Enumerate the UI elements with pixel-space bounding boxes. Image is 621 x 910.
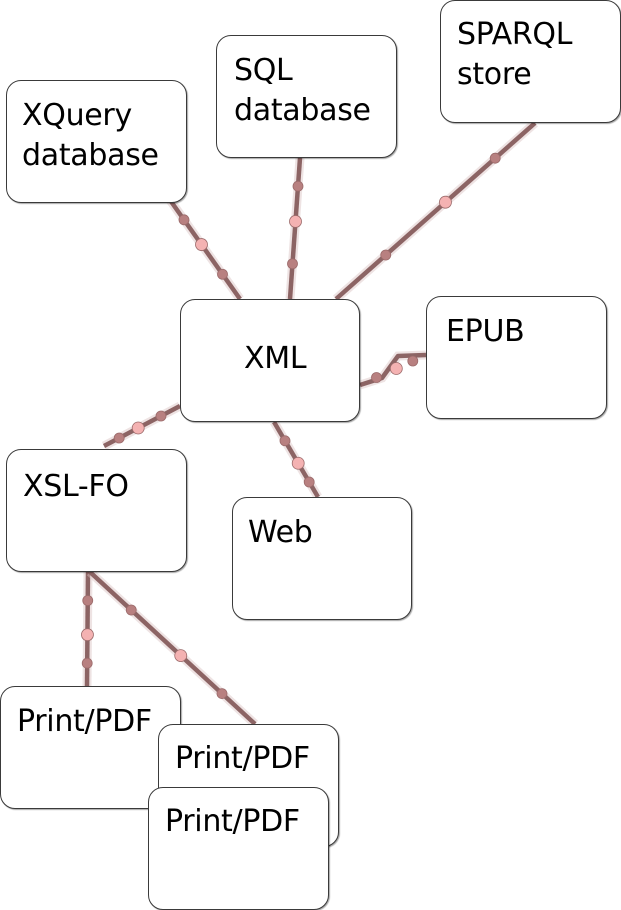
edge-blob: [407, 355, 419, 367]
node-xquery-database[interactable]: XQuery database: [6, 80, 187, 203]
node-label: XML: [244, 341, 307, 376]
edge-blob: [82, 595, 94, 606]
edge-blob: [279, 435, 291, 447]
node-label: SQL database: [234, 53, 371, 128]
node-label: EPUB: [446, 314, 525, 349]
node-xml[interactable]: XML: [180, 299, 360, 422]
edge-blob: [439, 195, 452, 209]
node-epub[interactable]: EPUB: [426, 296, 607, 419]
node-label: Print/PDF: [165, 804, 300, 839]
node-label: Print/PDF: [17, 704, 152, 739]
edge-blob: [389, 362, 403, 375]
edge-xml-sparql: [334, 121, 537, 301]
node-xsl-fo[interactable]: XSL-FO: [6, 449, 187, 572]
edge-blob: [291, 456, 305, 470]
node-sql-database[interactable]: SQL database: [216, 35, 397, 158]
node-print-pdf-3[interactable]: Print/PDF: [148, 787, 329, 910]
node-label: XSL-FO: [23, 469, 129, 504]
edge-blob: [81, 657, 93, 669]
edge-blob: [216, 688, 228, 699]
node-label: XQuery database: [22, 98, 159, 173]
edge-blob: [489, 152, 501, 164]
edge-blob: [217, 268, 228, 280]
edge-blob: [81, 628, 94, 642]
node-label: Web: [248, 515, 313, 550]
edge-blob: [303, 476, 315, 488]
node-label: Print/PDF: [175, 741, 310, 776]
node-sparql-store[interactable]: SPARQL store: [440, 0, 621, 123]
edge-blob: [292, 180, 304, 192]
edge-xslfo-print2: [88, 570, 257, 726]
edge-blob: [380, 249, 392, 261]
edge-blob: [195, 238, 208, 251]
edge-blob: [155, 410, 167, 422]
edge-blob: [131, 421, 145, 435]
edge-blob: [113, 432, 125, 444]
edge-blob: [125, 604, 137, 616]
edge-blob: [174, 649, 188, 662]
node-web[interactable]: Web: [232, 497, 412, 620]
edge-blob: [289, 215, 302, 228]
node-print-pdf-1[interactable]: Print/PDF: [0, 686, 181, 809]
edge-xml-epub: [359, 352, 427, 388]
edge-blob: [371, 372, 382, 383]
edge-blob: [287, 258, 298, 270]
edge-blob: [178, 214, 190, 226]
node-label: SPARQL store: [457, 17, 573, 92]
